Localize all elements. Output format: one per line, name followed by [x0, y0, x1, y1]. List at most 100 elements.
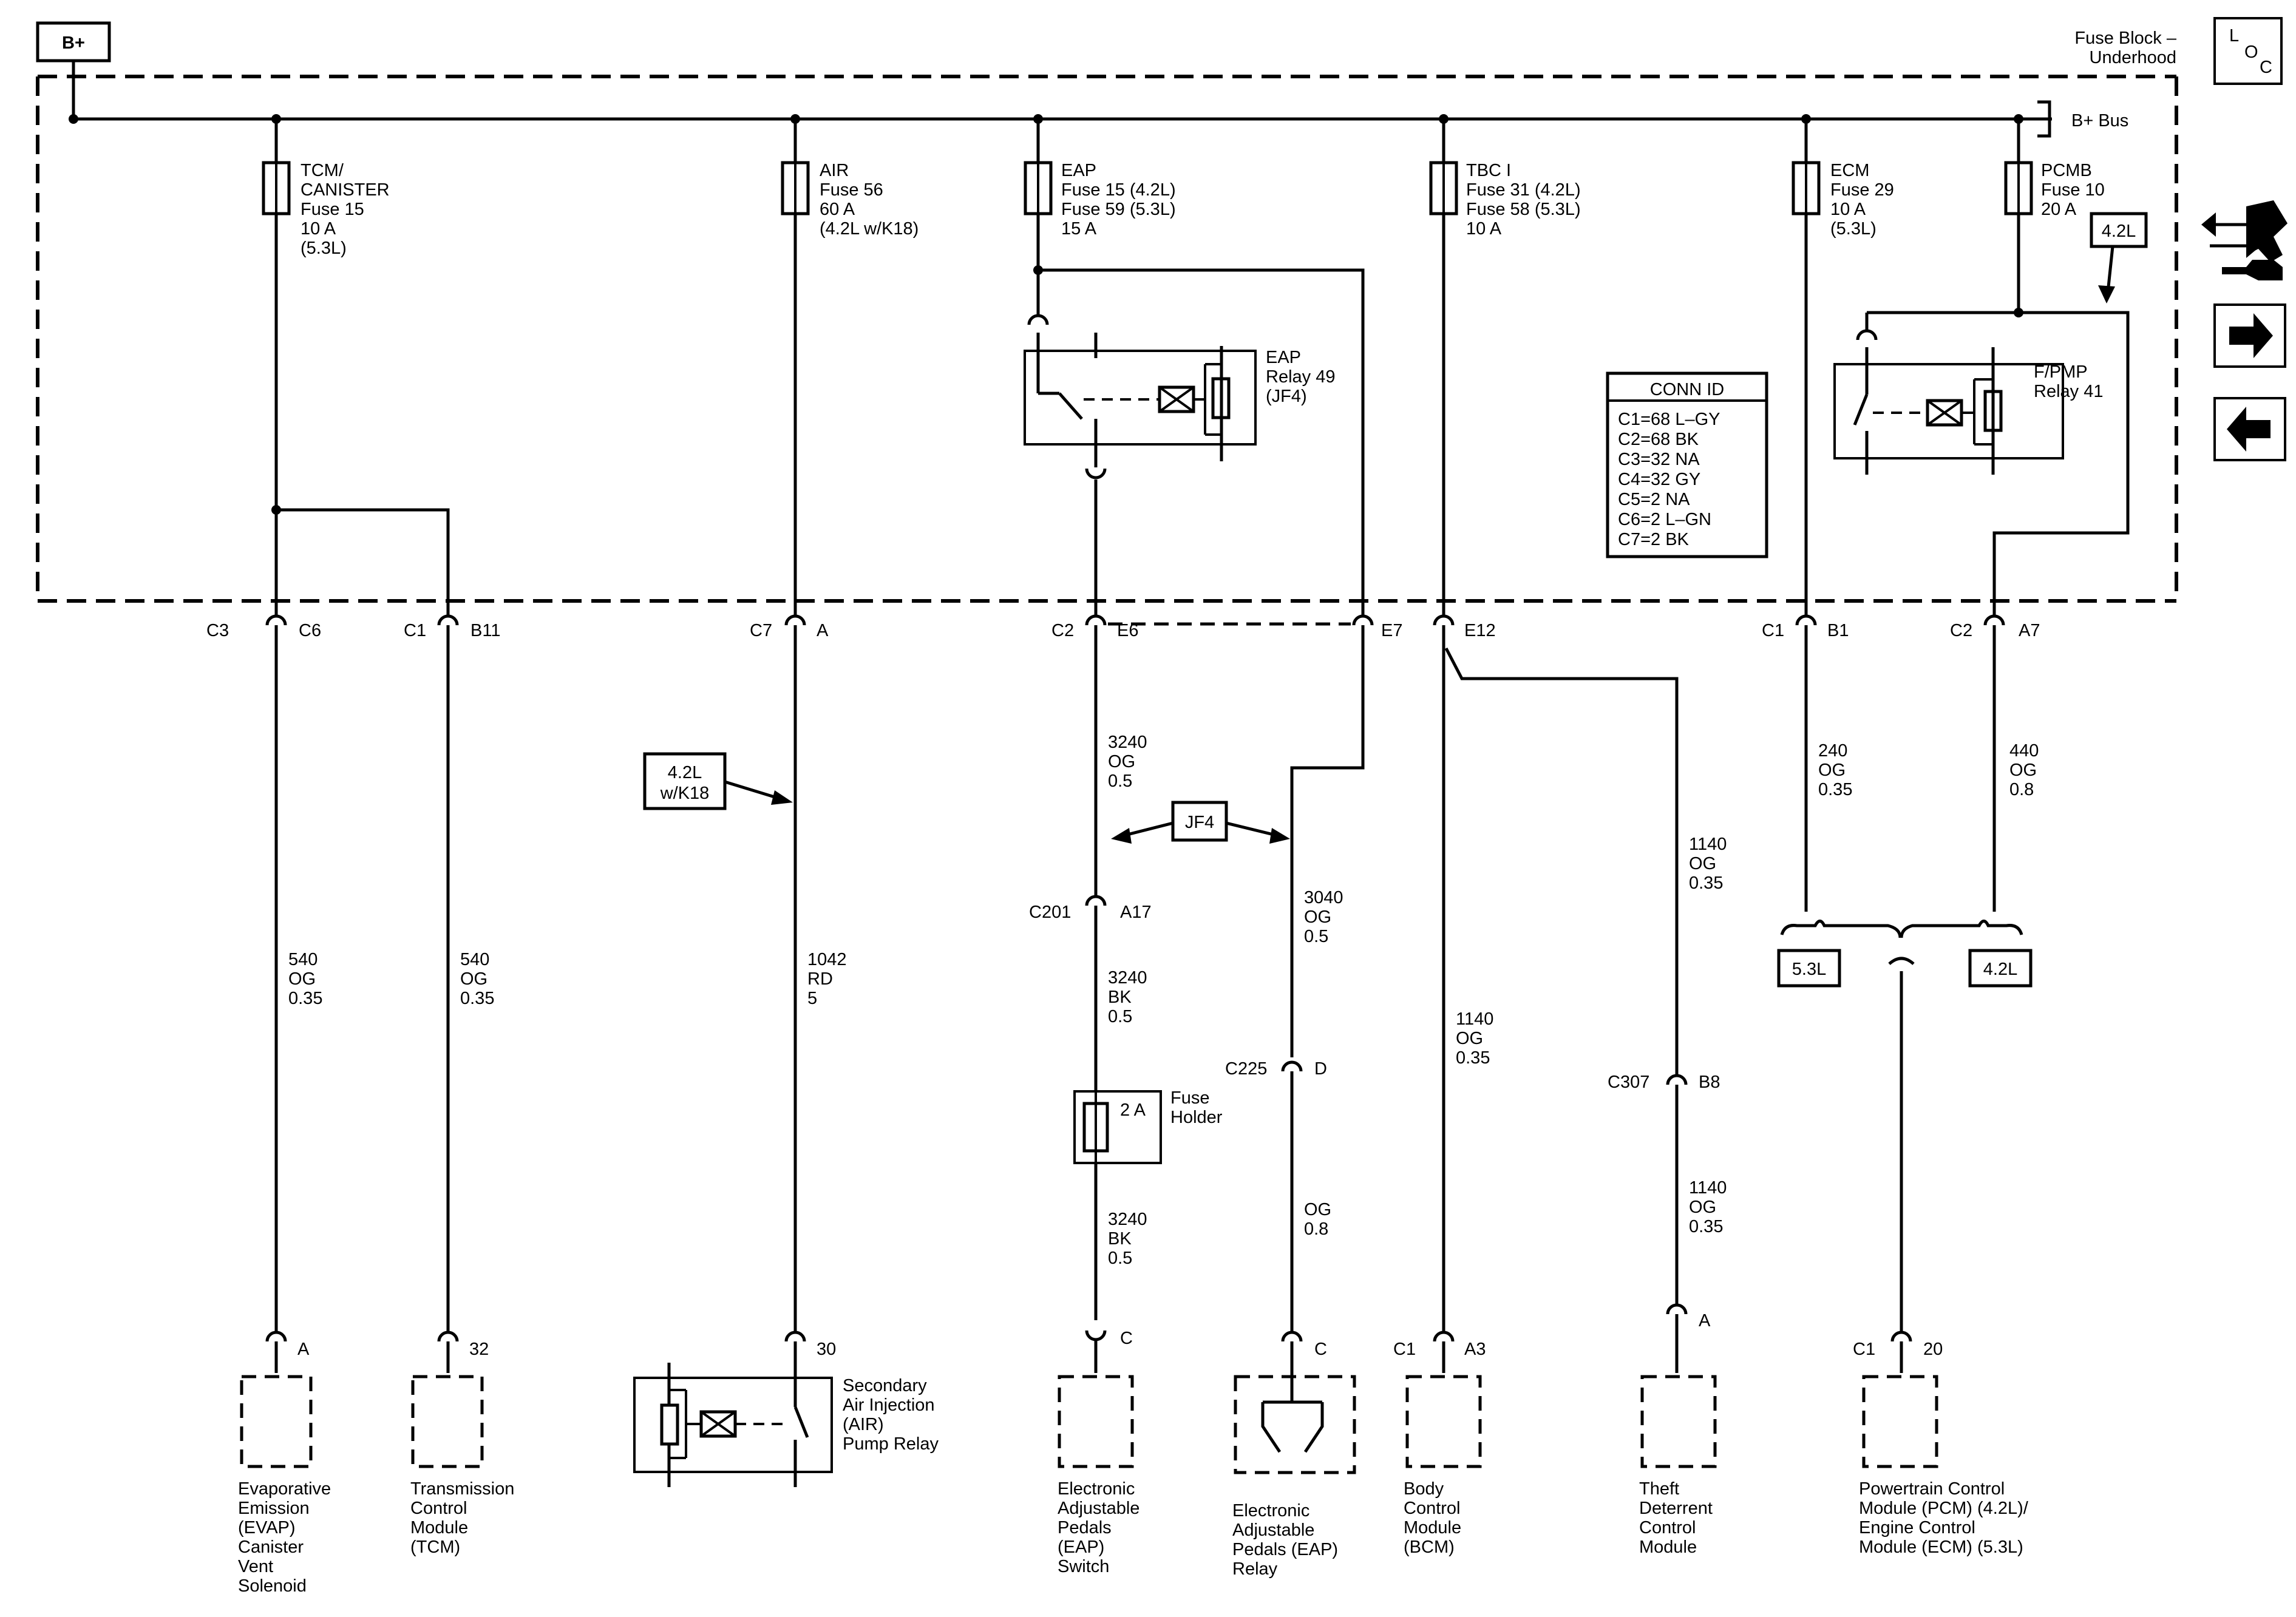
bplus-label: B+ [62, 33, 85, 53]
diagram-label: 20 A [2041, 200, 2077, 219]
diagram-label: TBC I [1466, 161, 1511, 180]
wire-eap-relay-feed [1038, 268, 1365, 616]
diagram-label: Vent [238, 1557, 273, 1576]
diagram-label: Adjustable [1058, 1499, 1140, 1518]
connector-c3-c6: C3 C6 [206, 614, 321, 640]
diagram-label: 1042 [807, 950, 847, 969]
diagram-label: OG [1689, 854, 1716, 873]
loc-button[interactable]: L O C [2213, 17, 2283, 85]
diagram-label: Module (PCM) (4.2L)/ [1859, 1499, 2029, 1518]
diagram-label: OG [1818, 761, 1846, 780]
diagram-label: 4.2L [1983, 960, 2017, 979]
option-bracket [1780, 920, 2023, 1332]
arrow-right-icon [2229, 313, 2273, 358]
diagram-label: TCM/ [301, 161, 344, 180]
diagram-label: Engine Control [1859, 1518, 1975, 1537]
diagram-label: Control [1404, 1499, 1461, 1518]
diagram-label: C1 [1853, 1340, 1875, 1359]
diagram-label: (EAP) [1058, 1537, 1104, 1557]
option-box-4-2l-pcmb: 4.2L [2090, 212, 2148, 303]
diagram-label: 10 A [1466, 219, 1502, 239]
diagram-label: C2 [1051, 621, 1074, 640]
diagram-label: 0.35 [288, 989, 322, 1008]
diagram-label: Fuse 15 [301, 200, 364, 219]
connector-c2-a7: C2 A7 [1950, 614, 2040, 640]
diagram-label: A [297, 1340, 310, 1359]
diagram-label: Pedals [1058, 1518, 1112, 1537]
bus-bracket [2037, 100, 2051, 138]
diagram-label: Module [1404, 1518, 1461, 1537]
component-theft-deterrent: A Theft Deterrent Control Module [1639, 1303, 1717, 1557]
diagram-label: Pedals (EAP) [1232, 1540, 1338, 1559]
wire-fpmp-feed [1867, 311, 2130, 616]
diagram-label: 0.5 [1108, 1007, 1132, 1026]
diagram-label: 3240 [1108, 733, 1147, 752]
diagram-label: 1140 [1456, 1009, 1493, 1029]
diagram-label: C2=68 BK [1618, 430, 1699, 449]
diagram-label: Holder [1170, 1108, 1223, 1127]
wrench-arrows-icon[interactable] [2201, 200, 2288, 280]
diagram-label: A7 [2019, 621, 2040, 640]
diagram-label: Fuse 15 (4.2L) [1061, 180, 1176, 200]
component-pcm-ecm: C1 20 Powertrain Control Module (PCM) (4… [1853, 1331, 2029, 1557]
diagram-label: (AIR) [843, 1415, 884, 1434]
diagram-label: 3240 [1108, 1210, 1147, 1229]
diagram-label: Relay [1232, 1559, 1278, 1579]
diagram-label: EAP [1266, 348, 1301, 367]
diagram-label: JF4 [1185, 813, 1214, 832]
diagram-label: 5.3L [1792, 960, 1826, 979]
bus-label: B+ Bus [2071, 111, 2128, 131]
fuse-tcm-canister: TCM/ CANISTER Fuse 15 10 A (5.3L) [262, 119, 390, 258]
next-arrow-button[interactable] [2213, 303, 2286, 368]
fuse-block-title-1: Fuse Block – [2074, 29, 2176, 48]
wire-label-w1-circuit: 540 [288, 950, 318, 969]
diagram-label: 20 [1923, 1340, 1943, 1359]
diagram-label: 5 [807, 989, 817, 1008]
diagram-label: 1140 [1689, 835, 1727, 854]
diagram-label: 4.2L [2102, 222, 2136, 241]
connector-c307-b8: C307 B8 [1608, 1073, 1720, 1092]
diagram-label: 0.35 [1689, 1217, 1723, 1236]
option-box-4-2l-k18: 4.2L w/K18 [643, 752, 793, 810]
fuse-air: AIR Fuse 56 60 A (4.2L w/K18) [781, 119, 919, 239]
diagram-label: C4=32 GY [1618, 470, 1700, 489]
fuse-tbc-i: TBC I Fuse 31 (4.2L) Fuse 58 (5.3L) 10 A [1429, 119, 1581, 239]
diagram-label: C3 [206, 621, 229, 640]
conn-id-title: CONN ID [1650, 380, 1724, 399]
diagram-label: 0.35 [1818, 780, 1852, 799]
diagram-label: RD [807, 969, 833, 989]
diagram-label: Secondary [843, 1376, 927, 1395]
diagram-label: Relay 49 [1266, 367, 1335, 387]
connector-e7: E7 [1352, 614, 1402, 640]
diagram-label: EAP [1061, 161, 1096, 180]
diagram-label: Air Injection [843, 1395, 935, 1415]
component-evap-solenoid: A Evaporative Emission (EVAP) Canister V… [238, 1331, 331, 1596]
diagram-label: Body [1404, 1479, 1444, 1499]
diagram-label: B8 [1699, 1073, 1720, 1092]
diagram-label: Emission [238, 1499, 310, 1518]
diagram-label: 30 [817, 1340, 836, 1359]
option-box-5-3l: 5.3L [1777, 949, 1841, 988]
connector-e12: E12 [1433, 614, 1496, 640]
relay-fpmp: F/PMP Relay 41 [1833, 329, 2103, 475]
diagram-label: 2 A [1120, 1100, 1146, 1120]
diagram-label: Fuse [1170, 1088, 1209, 1108]
diagram-label: B1 [1827, 621, 1849, 640]
arrow-left-icon [2227, 407, 2271, 452]
fuse-block-title-2: Underhood [2090, 48, 2177, 67]
wire-1140-theft-a [1444, 647, 1679, 1076]
diagram-label: E12 [1464, 621, 1496, 640]
diagram-label: 0.5 [1304, 927, 1328, 946]
diagram-label: Electronic [1232, 1501, 1309, 1520]
diagram-label: CANISTER [301, 180, 390, 200]
relay-eap: EAP Relay 49 (JF4) [1024, 314, 1335, 480]
component-eap-switch: C Electronic Adjustable Pedals (EAP) Swi… [1058, 1329, 1140, 1576]
diagram-label: 0.35 [1689, 873, 1723, 893]
prev-arrow-button[interactable] [2213, 397, 2286, 461]
diagram-label: Switch [1058, 1557, 1109, 1576]
connector-c1-b11: C1 B11 [404, 614, 500, 640]
fuse-pcmb: PCMB Fuse 10 20 A [2004, 119, 2105, 219]
diagram-label: B11 [470, 621, 500, 640]
diagram-label: Fuse 59 (5.3L) [1061, 200, 1176, 219]
